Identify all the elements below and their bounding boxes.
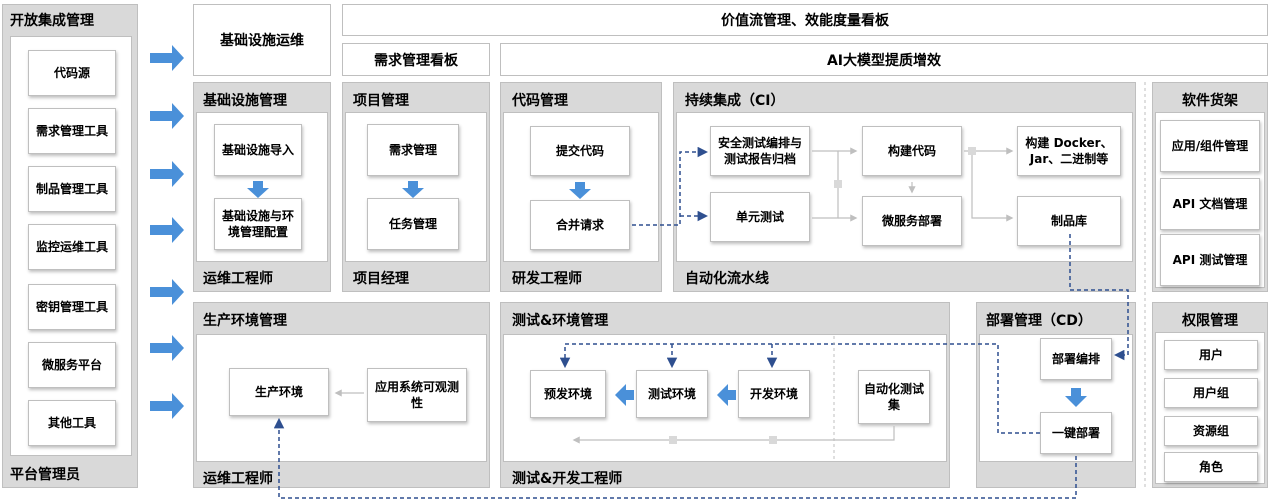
perm-item-usergroup[interactable]: 用户组 (1164, 378, 1258, 408)
task-node[interactable]: 任务管理 (367, 198, 459, 250)
tool-item-monitoring[interactable]: 监控运维工具 (28, 224, 116, 270)
project-title: 项目管理 (353, 93, 409, 109)
test-env-node[interactable]: 测试环境 (636, 370, 708, 418)
cd-title: 部署管理（CD） (986, 313, 1092, 329)
prod-footer: 运维工程师 (203, 471, 273, 487)
req-board-bar: 需求管理看板 (342, 43, 490, 76)
integration-arrow (150, 217, 184, 243)
perm-title: 权限管理 (1182, 313, 1238, 329)
shelf-item-api-docs[interactable]: API 文档管理 (1160, 178, 1260, 230)
dev-env-node[interactable]: 开发环境 (738, 370, 810, 418)
pre-env-node[interactable]: 预发环境 (530, 370, 606, 418)
auto-test-node[interactable]: 自动化测试集 (858, 370, 930, 424)
integration-arrow (150, 335, 184, 361)
shelf-title: 软件货架 (1182, 93, 1238, 109)
perm-item-resourcegroup[interactable]: 资源组 (1164, 416, 1258, 446)
tool-item-microservice[interactable]: 微服务平台 (28, 342, 116, 388)
integration-arrow (150, 279, 184, 305)
observability-node[interactable]: 应用系统可观测性 (367, 368, 467, 422)
tool-item-secrets[interactable]: 密钥管理工具 (28, 284, 116, 330)
prod-title: 生产环境管理 (203, 313, 287, 329)
commit-node[interactable]: 提交代码 (530, 126, 630, 176)
ai-bar: AI大模型提质增效 (500, 43, 1268, 76)
infra-config-node[interactable]: 基础设施与环境管理配置 (214, 198, 302, 250)
ci-title: 持续集成（CI） (685, 93, 785, 109)
test-footer: 测试&开发工程师 (512, 471, 623, 487)
build-code-node[interactable]: 构建代码 (862, 126, 962, 176)
perm-item-user[interactable]: 用户 (1164, 340, 1258, 370)
integration-arrow (150, 103, 184, 129)
infra-footer: 运维工程师 (203, 271, 273, 287)
shelf-item-components[interactable]: 应用/组件管理 (1160, 120, 1260, 172)
infra-import-node[interactable]: 基础设施导入 (214, 124, 302, 176)
tool-item-code-source[interactable]: 代码源 (28, 50, 116, 96)
tool-item-other[interactable]: 其他工具 (28, 400, 116, 446)
unit-test-node[interactable]: 单元测试 (710, 192, 810, 242)
shelf-item-api-tests[interactable]: API 测试管理 (1160, 234, 1260, 286)
infra-ops-box: 基础设施运维 (193, 4, 331, 76)
integration-arrow (150, 45, 184, 71)
project-footer: 项目经理 (353, 271, 409, 287)
prod-env-node[interactable]: 生产环境 (229, 368, 329, 416)
merge-request-node[interactable]: 合并请求 (530, 200, 630, 250)
tool-item-artifact[interactable]: 制品管理工具 (28, 166, 116, 212)
code-title: 代码管理 (512, 93, 568, 109)
deploy-orch-node[interactable]: 部署编排 (1040, 338, 1112, 380)
integration-arrow (150, 393, 184, 419)
artifact-repo-node[interactable]: 制品库 (1017, 196, 1121, 246)
open-integration-title: 开放集成管理 (10, 13, 94, 29)
security-test-node[interactable]: 安全测试编排与测试报告归档 (710, 126, 810, 176)
integration-arrow (150, 161, 184, 187)
value-stream-bar: 价值流管理、效能度量看板 (342, 4, 1268, 36)
test-title: 测试&环境管理 (512, 313, 609, 329)
integration-arrows (150, 45, 184, 419)
infra-title: 基础设施管理 (203, 93, 287, 109)
code-footer: 研发工程师 (512, 271, 582, 287)
tool-item-requirements[interactable]: 需求管理工具 (28, 108, 116, 154)
platform-admin-label: 平台管理员 (10, 467, 80, 483)
requirement-node[interactable]: 需求管理 (367, 124, 459, 176)
one-click-deploy-node[interactable]: 一键部署 (1040, 412, 1112, 454)
ci-footer: 自动化流水线 (685, 271, 769, 287)
microservice-deploy-node[interactable]: 微服务部署 (862, 196, 962, 246)
build-docker-node[interactable]: 构建 Docker、Jar、二进制等 (1017, 126, 1121, 176)
perm-item-role[interactable]: 角色 (1164, 452, 1258, 482)
